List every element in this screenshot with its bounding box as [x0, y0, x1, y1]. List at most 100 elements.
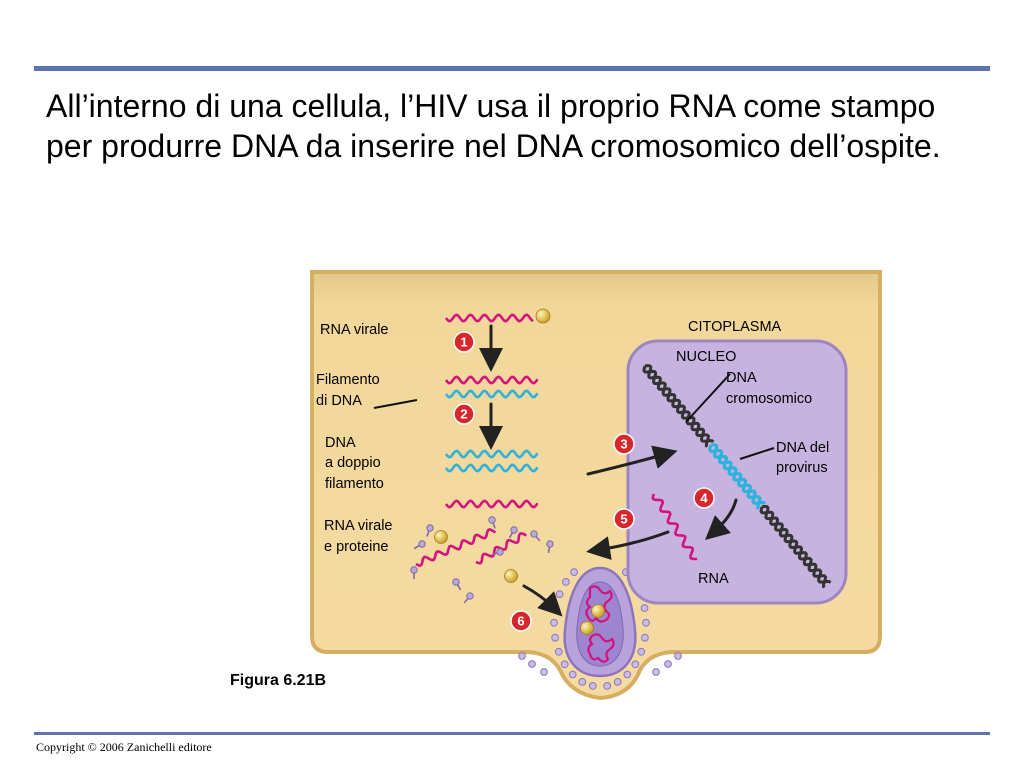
- membrane-knob: [603, 682, 612, 690]
- virion-core: [576, 581, 624, 667]
- label-ds-dna-line3: filamento: [325, 476, 384, 492]
- top-rule: [34, 66, 990, 71]
- figure-caption: Figura 6.21B: [230, 672, 327, 689]
- diagram-labels: RNA virale Filamento di DNA DNA a doppio…: [316, 319, 829, 587]
- rna-strand-step2: [444, 375, 539, 385]
- svg-text:5: 5: [620, 512, 627, 527]
- viral-protein: [463, 592, 474, 604]
- svg-text:3: 3: [620, 437, 627, 452]
- membrane-knob: [528, 660, 536, 668]
- leader-provirus: [739, 447, 775, 460]
- virion-enzyme: [591, 604, 605, 618]
- virion-rna: [587, 633, 615, 663]
- process-arrows: [479, 324, 738, 617]
- membrane-knob: [641, 633, 649, 642]
- viral-proteins: [410, 516, 554, 604]
- reverse-transcriptase-enzyme: [535, 308, 551, 324]
- step-badge-1: 1: [453, 331, 475, 353]
- membrane-knob: [555, 590, 564, 599]
- label-dna-strand-line1: Filamento: [316, 372, 380, 388]
- nuclear-rna: [651, 493, 698, 561]
- membrane-knob: [518, 652, 526, 660]
- membrane-knob: [550, 618, 558, 627]
- ds-dna-strand-a: [444, 449, 539, 459]
- chromosomal-dna: [642, 364, 832, 589]
- ds-dna-strand-b: [444, 463, 539, 473]
- virion-enzyme: [580, 621, 594, 635]
- membrane-knob: [642, 618, 650, 627]
- viral-protein: [410, 566, 418, 579]
- provirus-strand-a: [708, 444, 762, 510]
- label-chromosomal-dna-line1: DNA: [726, 370, 757, 386]
- membrane-knob: [560, 660, 569, 669]
- step-badge-6: 6: [510, 610, 532, 632]
- label-ds-dna-line2: a doppio: [325, 455, 381, 471]
- arrow-step-3: [586, 445, 678, 476]
- membrane-knob: [640, 604, 649, 612]
- bottom-rule: [34, 732, 990, 735]
- viral-protein: [426, 524, 434, 537]
- label-rna-proteins-line1: RNA virale: [324, 518, 393, 534]
- step-column: [444, 308, 551, 509]
- viral-protein: [488, 516, 496, 529]
- chromosome-strand-b: [644, 364, 828, 589]
- membrane-knob: [637, 647, 646, 656]
- leader-dna-strand: [373, 399, 418, 409]
- viral-protein: [413, 540, 426, 550]
- leader-chromosomal-dna: [685, 373, 731, 423]
- viral-protein: [508, 526, 518, 539]
- dna-strand-step2: [444, 389, 539, 399]
- arrow-step-4: [705, 498, 738, 540]
- membrane-knob: [554, 647, 563, 656]
- label-rna-proteins-line2: e proteine: [324, 539, 389, 555]
- label-rna: RNA: [698, 571, 729, 587]
- enzyme-particle: [434, 530, 448, 544]
- membrane-knob: [588, 682, 597, 690]
- enzyme-particle: [504, 569, 518, 583]
- membrane-knob: [613, 678, 622, 686]
- membrane-knob: [664, 660, 672, 668]
- step-badge-3: 3: [613, 433, 635, 455]
- viral-protein: [452, 578, 462, 591]
- step-badges: 1 2 3 4 5 6: [453, 331, 715, 632]
- chromosome-strand-a: [642, 365, 832, 584]
- viral-rna-and-proteins: [410, 516, 554, 604]
- label-provirus-line2: provirus: [776, 460, 828, 476]
- step-badge-4: 4: [693, 487, 715, 509]
- membrane-knob: [674, 652, 682, 660]
- membrane-knob: [578, 678, 587, 686]
- slide-title: All’interno di una cellula, l’HIV usa il…: [46, 88, 941, 164]
- copyright-notice: Copyright © 2006 Zanichelli editore: [36, 740, 212, 754]
- membrane-knob: [631, 660, 640, 669]
- viral-protein: [546, 540, 554, 554]
- svg-text:1: 1: [460, 335, 467, 350]
- label-chromosomal-dna-line2: cromosomico: [726, 391, 812, 407]
- provirus-strand-b: [710, 443, 766, 505]
- step-badge-5: 5: [613, 508, 635, 530]
- label-cytoplasm: CITOPLASMA: [688, 319, 782, 335]
- label-viral-rna: RNA virale: [320, 322, 389, 338]
- membrane-knob: [562, 578, 570, 586]
- viral-protein: [491, 548, 504, 556]
- svg-text:2: 2: [460, 407, 467, 422]
- label-ds-dna-line1: DNA: [325, 435, 356, 451]
- virion-rna: [585, 585, 613, 623]
- membrane-knob: [652, 668, 660, 676]
- viral-protein: [530, 530, 541, 542]
- svg-text:4: 4: [700, 491, 708, 506]
- label-provirus-line1: DNA del: [776, 440, 829, 456]
- membrane-knob: [551, 633, 560, 642]
- rna-fragment: [415, 527, 497, 568]
- membrane-knob: [623, 670, 632, 679]
- viral-rna-strand: [444, 313, 534, 323]
- budding-virion: [563, 566, 637, 678]
- label-nucleus: NUCLEO: [676, 349, 736, 365]
- arrow-step-5: [586, 530, 670, 560]
- membrane-knob: [540, 668, 548, 676]
- arrow-step-6: [522, 584, 563, 617]
- membrane-knob: [570, 568, 579, 577]
- new-viral-rna-strand: [444, 499, 539, 509]
- step-badge-2: 2: [453, 403, 475, 425]
- rna-transcript: [651, 493, 698, 561]
- label-dna-strand-line2: di DNA: [316, 393, 362, 409]
